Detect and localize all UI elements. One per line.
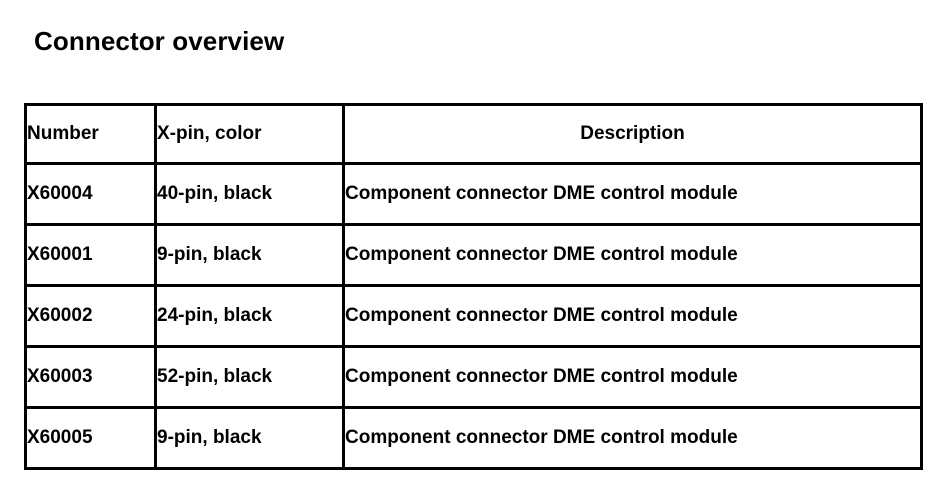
page-title: Connector overview xyxy=(34,26,285,56)
cell-number: X60003 xyxy=(24,345,157,409)
connector-overview-table-wrapper: Number X-pin, color Description X60004 4… xyxy=(24,103,923,470)
table-row: X60005 9-pin, black Component connector … xyxy=(24,406,923,470)
cell-description: Component connector DME control module xyxy=(342,162,923,226)
column-header-xpin: X-pin, color xyxy=(154,103,345,165)
cell-description: Component connector DME control module xyxy=(342,284,923,348)
cell-number: X60004 xyxy=(24,162,157,226)
table-body: X60004 40-pin, black Component connector… xyxy=(24,162,923,470)
cell-xpin: 9-pin, black xyxy=(154,223,345,287)
cell-number: X60002 xyxy=(24,284,157,348)
cell-description: Component connector DME control module xyxy=(342,406,923,470)
table-row: X60003 52-pin, black Component connector… xyxy=(24,345,923,409)
table-row: X60002 24-pin, black Component connector… xyxy=(24,284,923,348)
cell-description: Component connector DME control module xyxy=(342,345,923,409)
cell-number: X60005 xyxy=(24,406,157,470)
connector-overview-table: Number X-pin, color Description X60004 4… xyxy=(24,103,923,470)
cell-number: X60001 xyxy=(24,223,157,287)
cell-xpin: 52-pin, black xyxy=(154,345,345,409)
table-row: X60001 9-pin, black Component connector … xyxy=(24,223,923,287)
cell-xpin: 40-pin, black xyxy=(154,162,345,226)
column-header-number: Number xyxy=(24,103,157,165)
cell-xpin: 9-pin, black xyxy=(154,406,345,470)
cell-xpin: 24-pin, black xyxy=(154,284,345,348)
column-header-description: Description xyxy=(342,103,923,165)
table-row: X60004 40-pin, black Component connector… xyxy=(24,162,923,226)
table-header-row: Number X-pin, color Description xyxy=(24,103,923,165)
cell-description: Component connector DME control module xyxy=(342,223,923,287)
table-header: Number X-pin, color Description xyxy=(24,103,923,165)
